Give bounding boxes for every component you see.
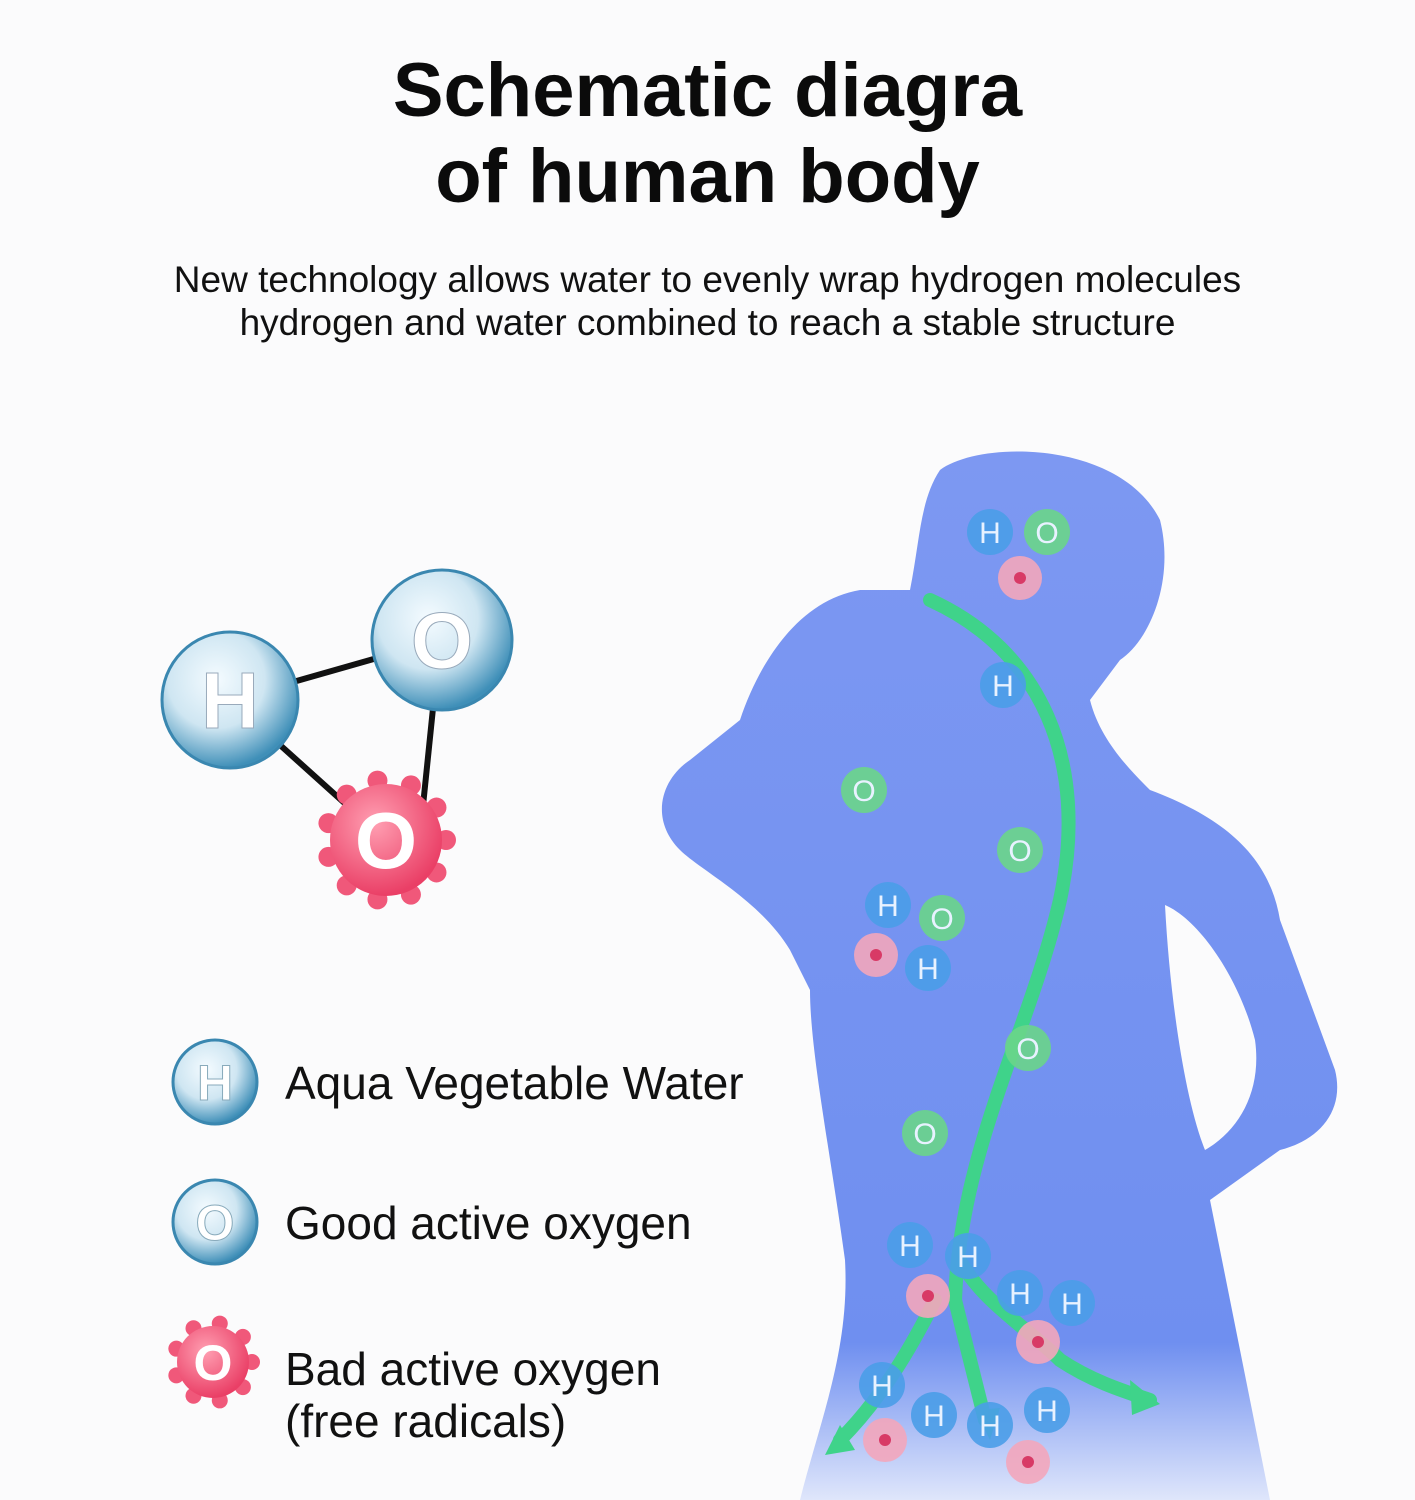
hydrogen-atom: H [160, 630, 300, 770]
hydrogen-molecule: H [865, 882, 911, 928]
svg-text:H: H [197, 1055, 233, 1111]
good-oxygen-atom: O [370, 568, 514, 712]
legend-icon-hydrogen: H [171, 1038, 259, 1126]
hydrogen-molecule: H [859, 1362, 905, 1408]
arrow-head-right [1130, 1380, 1160, 1415]
svg-text:H: H [992, 670, 1014, 703]
svg-text:H: H [917, 953, 939, 986]
subtitle-line-2: hydrogen and water combined to reach a s… [239, 302, 1176, 343]
svg-text:H: H [871, 1370, 893, 1403]
hydrogen-molecule: H [1049, 1280, 1095, 1326]
svg-text:H: H [957, 1241, 979, 1274]
svg-text:H: H [899, 1230, 921, 1263]
legend-label-good-oxygen: Good active oxygen [285, 1197, 692, 1249]
hydrogen-molecule: H [887, 1222, 933, 1268]
svg-text:O: O [355, 796, 417, 885]
arrow-head-left [825, 1425, 855, 1455]
hydrogen-molecule: H [997, 1270, 1043, 1316]
hydrogen-molecule: H [967, 509, 1013, 555]
title-line-2: of human body [435, 134, 980, 219]
hydrogen-molecule: H [905, 945, 951, 991]
body-silhouette [662, 451, 1338, 1500]
svg-text:H: H [1036, 1395, 1058, 1428]
bad-oxygen-molecule [1016, 1320, 1060, 1364]
hydrogen-molecule: H [1024, 1387, 1070, 1433]
svg-text:H: H [201, 656, 259, 745]
svg-text:O: O [411, 596, 473, 685]
bad-oxygen-molecule [863, 1418, 907, 1462]
svg-text:O: O [1008, 835, 1031, 868]
legend-icon-bad-oxygen: O [168, 1315, 260, 1409]
subtitle-line-1: New technology allows water to evenly wr… [173, 259, 1242, 300]
svg-text:H: H [923, 1400, 945, 1433]
hydrogen-molecule: H [911, 1392, 957, 1438]
svg-text:O: O [194, 1335, 233, 1391]
good-oxygen-molecule: O [1024, 509, 1070, 555]
svg-text:O: O [913, 1118, 936, 1151]
hydrogen-molecule: H [945, 1233, 991, 1279]
svg-text:O: O [196, 1195, 235, 1251]
svg-text:H: H [1061, 1288, 1083, 1321]
svg-text:H: H [877, 890, 899, 923]
molecule-illustration: H O O [160, 568, 514, 910]
svg-text:H: H [979, 517, 1001, 550]
bad-oxygen-molecule [998, 556, 1042, 600]
legend-label-bad-oxygen: Bad active oxygen [285, 1343, 661, 1395]
bad-oxygen-molecule [1006, 1440, 1050, 1484]
legend-icon-good-oxygen: O [171, 1178, 259, 1266]
hydrogen-molecule: H [980, 662, 1026, 708]
good-oxygen-molecule: O [919, 895, 965, 941]
good-oxygen-molecule: O [841, 767, 887, 813]
svg-text:O: O [930, 903, 953, 936]
good-oxygen-molecule: O [1005, 1025, 1051, 1071]
svg-text:O: O [852, 775, 875, 808]
svg-text:O: O [1035, 517, 1058, 550]
bad-oxygen-molecule [854, 933, 898, 977]
svg-text:H: H [1009, 1278, 1031, 1311]
svg-text:H: H [979, 1410, 1001, 1443]
good-oxygen-molecule: O [902, 1110, 948, 1156]
legend-label-aqua-water: Aqua Vegetable Water [285, 1057, 744, 1109]
bad-oxygen-molecule [906, 1274, 950, 1318]
hydrogen-molecule: H [967, 1402, 1013, 1448]
svg-text:O: O [1016, 1033, 1039, 1066]
bad-oxygen-atom: O [318, 770, 456, 910]
legend-label-free-radicals: (free radicals) [285, 1395, 567, 1447]
good-oxygen-molecule: O [997, 827, 1043, 873]
title-line-1: Schematic diagra [392, 48, 1023, 133]
